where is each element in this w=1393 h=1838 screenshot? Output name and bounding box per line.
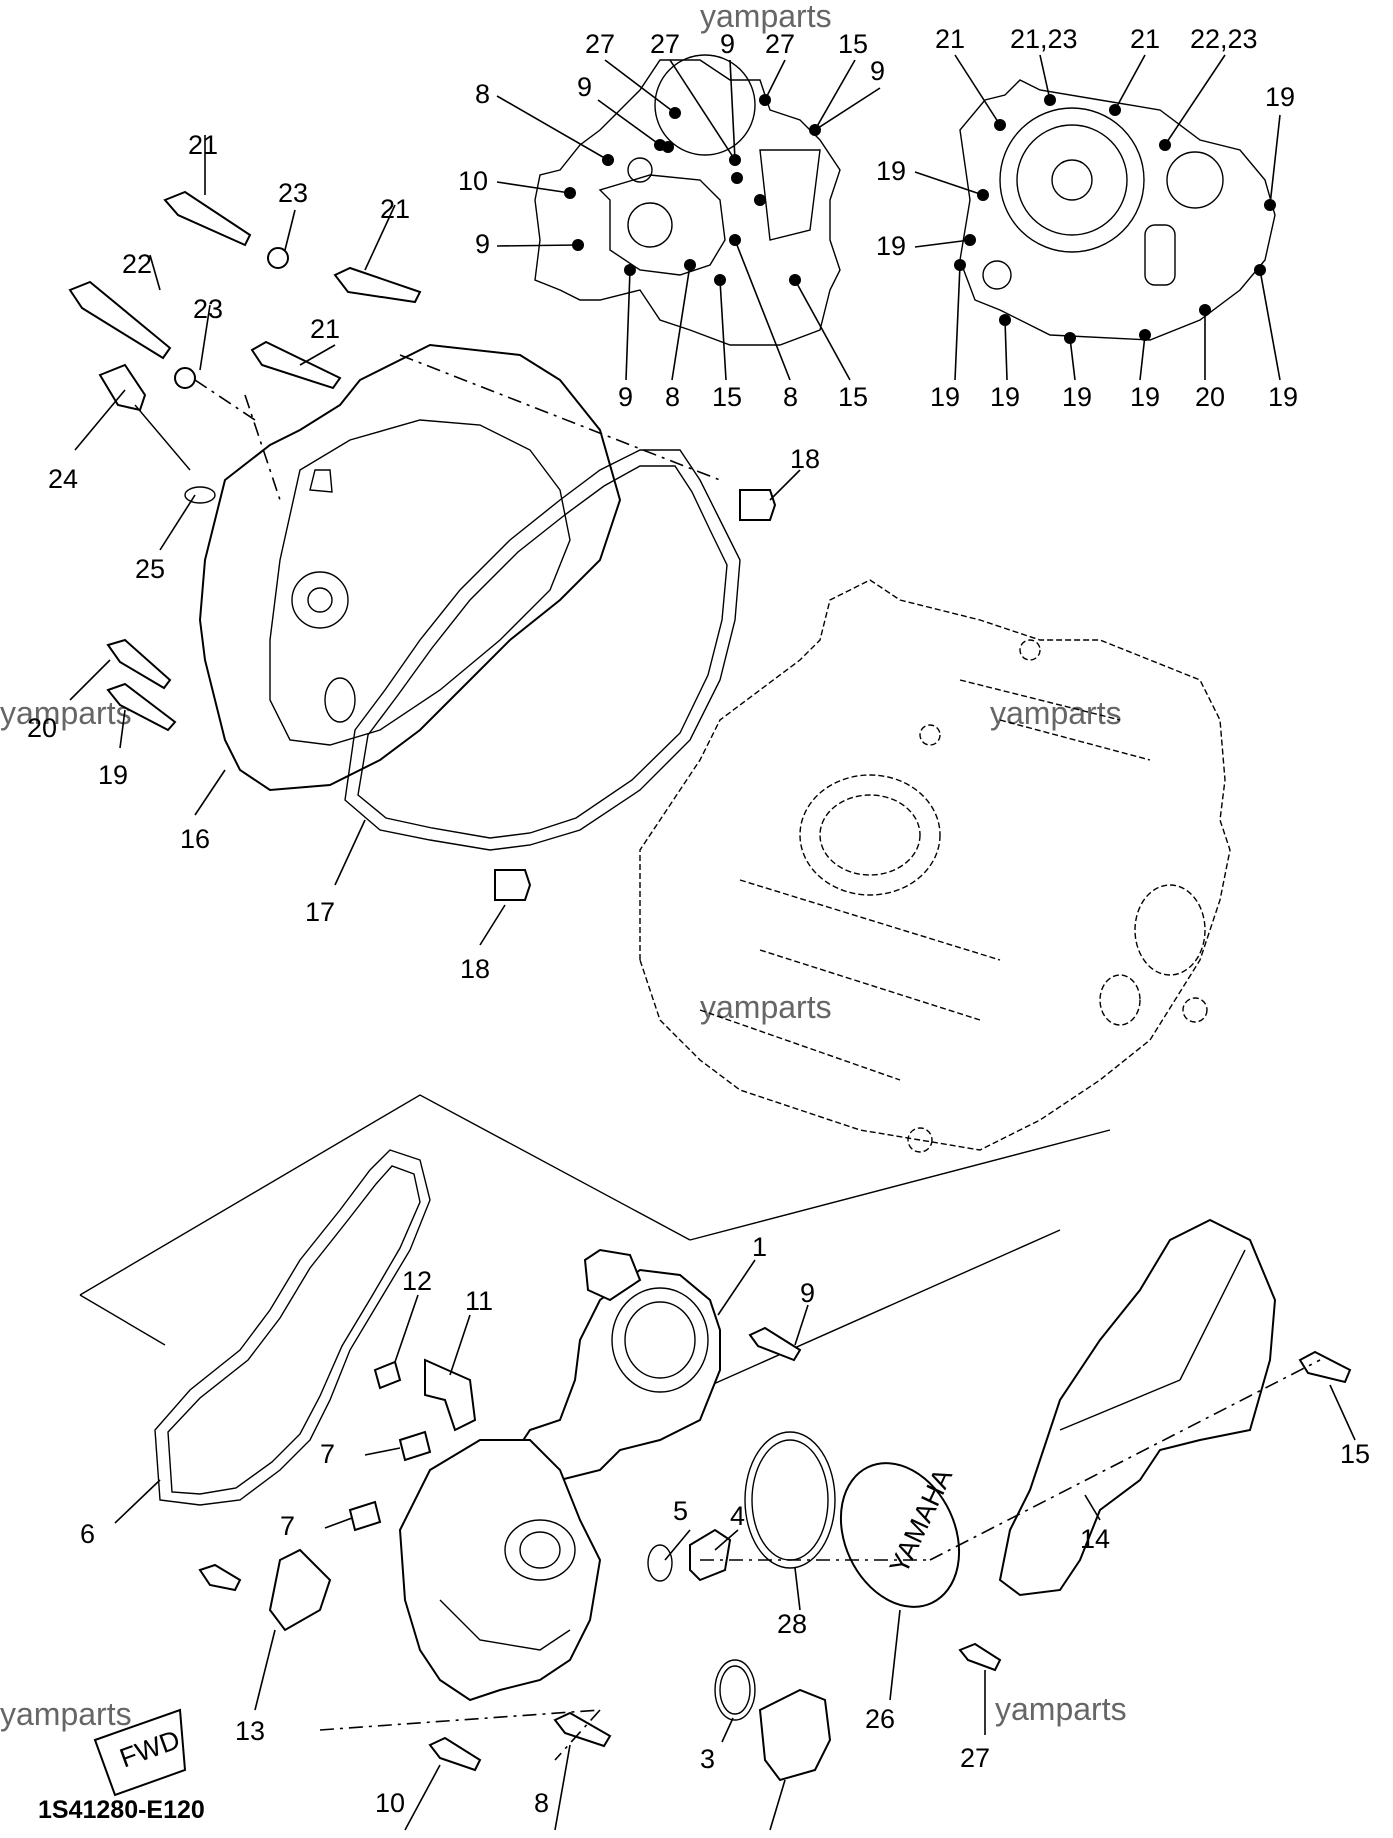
callout-9-right: 9 — [870, 56, 885, 86]
callout-19-tr-bottom-e: 19 — [1268, 382, 1298, 412]
callout-8-bottom-b: 8 — [783, 382, 798, 412]
diagram-code: 1S41280-E120 — [38, 1796, 205, 1824]
callout-26: 26 — [865, 1704, 895, 1734]
callout-9-upper: 9 — [577, 72, 592, 102]
callout-27-b: 27 — [650, 29, 680, 59]
callout-23-a: 23 — [278, 178, 308, 208]
callout-19: 19 — [98, 760, 128, 790]
watermark-left: yamparts — [0, 695, 132, 731]
callout-19-tr-right: 19 — [1265, 82, 1295, 112]
callout-19-tr-left-a: 19 — [876, 156, 906, 186]
watermark-bottom-right: yamparts — [995, 1691, 1127, 1727]
callout-20-tr-bottom: 20 — [1195, 382, 1225, 412]
callout-5: 5 — [673, 1496, 688, 1526]
callout-9-top: 9 — [720, 29, 735, 59]
callout-22-23-tr: 22,23 — [1190, 24, 1258, 54]
callout-19-tr-bottom-d: 19 — [1130, 382, 1160, 412]
callout-19-tr-bottom-a: 19 — [930, 382, 960, 412]
callout-27-a: 27 — [585, 29, 615, 59]
callout-7-a: 7 — [320, 1439, 335, 1469]
callout-17: 17 — [305, 897, 335, 927]
callout-18-a: 18 — [790, 444, 820, 474]
detail-view-right-cover: 21 21,23 21 22,23 19 19 19 19 19 19 19 2… — [876, 24, 1298, 412]
callout-21-c: 21 — [310, 314, 340, 344]
left-crankcase-cover-group: 21 23 21 22 23 21 24 25 20 19 16 17 18 1… — [27, 130, 820, 984]
callout-16: 16 — [180, 824, 210, 854]
callout-10: 10 — [375, 1788, 405, 1818]
callout-9-bottom: 9 — [618, 382, 633, 412]
callout-7-b: 7 — [280, 1511, 295, 1541]
callout-22: 22 — [122, 249, 152, 279]
callout-27-c: 27 — [765, 29, 795, 59]
callout-19-tr-bottom-b: 19 — [990, 382, 1020, 412]
callout-21-tr-b: 21 — [1130, 24, 1160, 54]
callout-20: 20 — [27, 713, 57, 743]
callout-8: 8 — [534, 1788, 549, 1818]
callout-21-23-tr: 21,23 — [1010, 24, 1078, 54]
callout-9-left: 9 — [475, 229, 490, 259]
callout-21-tr-a: 21 — [935, 24, 965, 54]
callout-10-left: 10 — [458, 166, 488, 196]
callout-1: 1 — [752, 1232, 767, 1262]
callout-13: 13 — [235, 1716, 265, 1746]
callout-11: 11 — [465, 1286, 493, 1316]
callout-25: 25 — [135, 554, 165, 584]
crankcase-engine-block — [639, 579, 1231, 1153]
callout-19-tr-bottom-c: 19 — [1062, 382, 1092, 412]
callout-24: 24 — [48, 464, 78, 494]
callout-15-top: 15 — [838, 29, 868, 59]
callout-15-bottom-b: 15 — [838, 382, 868, 412]
callout-3: 3 — [700, 1744, 715, 1774]
callout-8-bottom-a: 8 — [665, 382, 680, 412]
callout-4: 4 — [730, 1501, 745, 1531]
callout-21-b: 21 — [380, 194, 410, 224]
callout-18-b: 18 — [460, 954, 490, 984]
watermark-right: yamparts — [990, 695, 1122, 731]
callout-15: 15 — [1340, 1439, 1370, 1469]
callout-6: 6 — [80, 1519, 95, 1549]
callout-2: 2 — [757, 1834, 772, 1838]
callout-27: 27 — [960, 1743, 990, 1773]
callout-9-lower: 9 — [800, 1278, 815, 1308]
watermark-center: yamparts — [700, 989, 832, 1025]
callout-28: 28 — [777, 1609, 807, 1639]
callout-14: 14 — [1080, 1524, 1110, 1554]
callout-15-bottom-a: 15 — [712, 382, 742, 412]
watermark-top: yamparts — [700, 0, 832, 34]
callout-19-tr-left-b: 19 — [876, 231, 906, 261]
watermark-bottom-left: yamparts — [0, 1696, 132, 1732]
callout-21-a: 21 — [188, 130, 218, 160]
lower-cover-group: YAMAHA FWD — [38, 1094, 1370, 1838]
callout-23-b: 23 — [193, 294, 223, 324]
detail-view-left-cover: 27 27 9 27 15 9 8 9 10 9 9 8 15 8 15 — [458, 29, 885, 412]
callout-12: 12 — [402, 1266, 432, 1296]
callout-8-left: 8 — [475, 79, 490, 109]
